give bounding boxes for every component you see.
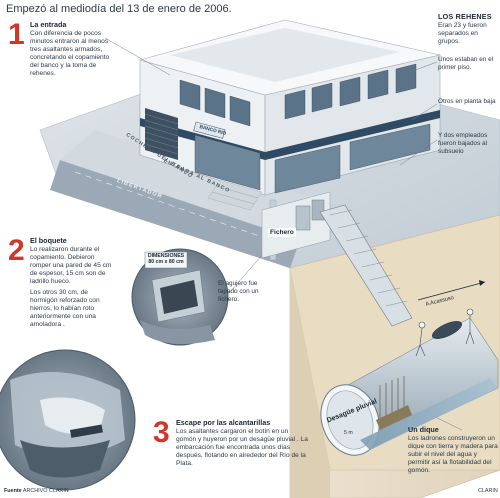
dimensions-title: DIMENSIONES bbox=[147, 253, 185, 259]
note-agujero: El agujero fue tapado con un fichero. bbox=[218, 280, 259, 303]
dique-text: Los ladrones construyeron un dique con t… bbox=[408, 435, 498, 474]
fichero-cabinet bbox=[295, 205, 311, 231]
step-2-number: 2 bbox=[8, 234, 25, 267]
garage-door bbox=[144, 108, 179, 160]
step-1-title: La entrada bbox=[30, 20, 67, 29]
bank-sign bbox=[193, 121, 226, 139]
figures bbox=[415, 308, 475, 357]
tunnel-photo bbox=[0, 349, 136, 491]
step-2-block: El boquete Lo realizaron durante el copa… bbox=[30, 237, 113, 332]
tunnel-ladder bbox=[319, 204, 413, 327]
page-header: Empezó al mediodía del 13 de enero de 20… bbox=[6, 3, 232, 15]
credit: CLARIN bbox=[478, 488, 498, 494]
note-subsuelo: Y dos empleados fueron bajados al subsue… bbox=[438, 132, 488, 155]
step-3-block: Escape por las alcantarillas Los asaltan… bbox=[176, 419, 308, 471]
building-band bbox=[140, 110, 440, 160]
street bbox=[50, 160, 300, 268]
step-1-number: 1 bbox=[8, 18, 25, 51]
step-3-title: Escape por las alcantarillas bbox=[176, 418, 271, 427]
step-3-number: 3 bbox=[153, 416, 170, 449]
step-2-title: El boquete bbox=[30, 236, 67, 245]
source-value: ARCHIVO CLARIN bbox=[22, 488, 69, 494]
rehenes-text: Eran 23 y fueron separados en grupos. bbox=[438, 22, 487, 45]
rehenes-block: LOS REHENES Eran 23 y fueron separados e… bbox=[438, 13, 498, 46]
note-planta-baja: Otros en planta baja bbox=[438, 98, 496, 105]
sidewalk bbox=[60, 130, 320, 240]
entrance-steps bbox=[207, 179, 263, 211]
source-label: Fuente bbox=[4, 488, 22, 494]
dimensions-callout: DIMENSIONES 80 cm x 80 cm bbox=[146, 253, 186, 265]
step-2-text-1: Lo realizaron durante el copamiento. Deb… bbox=[30, 246, 112, 285]
hole-photo bbox=[131, 248, 229, 346]
rehenes-title: LOS REHENES bbox=[438, 12, 492, 21]
dique-title: Un dique bbox=[408, 425, 439, 434]
note-primer-piso: Unos estaban en el primer piso. bbox=[438, 56, 494, 71]
step-2-text-2: Los otros 30 cm, de hormigón reforzado c… bbox=[30, 289, 100, 328]
dike bbox=[379, 376, 405, 420]
step-1-block: La entrada Con diferencia de pocos minut… bbox=[30, 21, 115, 81]
storm-drain-pipe bbox=[320, 317, 499, 456]
dique-block: Un dique Los ladrones construyeron un di… bbox=[408, 426, 498, 478]
dimensions-value: 80 cm x 80 cm bbox=[148, 259, 184, 265]
step-1-text: Con diferencia de pocos minutos entraron… bbox=[30, 30, 110, 77]
inflatable-boat bbox=[432, 321, 462, 339]
label-fichero: Fichero bbox=[268, 228, 296, 237]
label-diametro: 5 m bbox=[344, 430, 353, 436]
source-footer: Fuente ARCHIVO CLARIN bbox=[4, 488, 69, 494]
step-3-text: Los asaltantes cargaron el botín en un g… bbox=[176, 428, 308, 467]
